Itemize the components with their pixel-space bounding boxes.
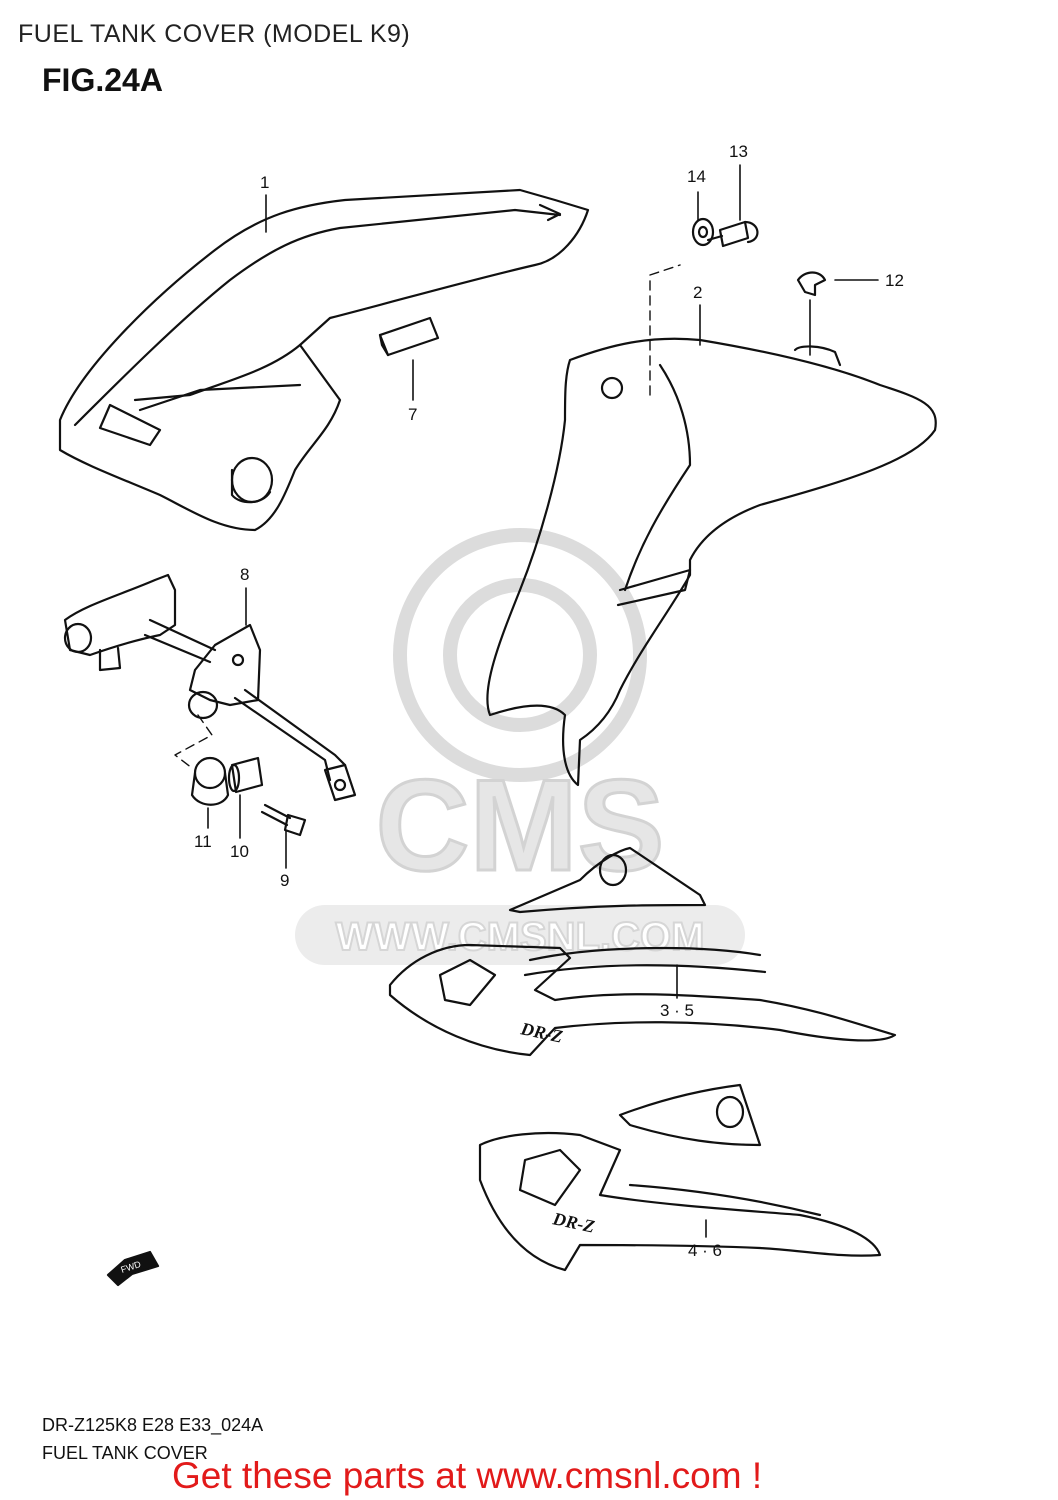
fwd-arrow-icon [106,1250,160,1287]
cms-watermark: CMS WWW.CMSNL.COM [295,528,745,965]
part-10-collar [227,756,264,794]
callout-11: 11 [194,832,212,851]
watermark-banner [295,905,745,965]
callout-9: 9 [280,871,289,890]
part-14-washer [691,217,715,247]
part-8-bracket [63,573,357,802]
watermark-logo: CMS [376,752,665,898]
part-7-pad [378,316,440,357]
part-1-left-cover [58,188,590,532]
figure-label: FIG.24A [42,62,163,98]
callout-12: 12 [885,271,904,290]
diagram-code: DR-Z125K8 E28 E33_024A [42,1415,264,1435]
callout-3-5: 3 · 5 [660,1001,694,1020]
callout-13: 13 [729,142,748,161]
callout-7: 7 [408,405,417,424]
callout-14: 14 [687,167,706,186]
promo-link[interactable]: Get these parts at www.cmsnl.com ! [172,1455,763,1496]
part-9-bolt [260,803,307,837]
callout-1: 1 [260,173,269,192]
callout-10: 10 [230,842,249,861]
decal-drz-text-bottom: DR-Z [550,1208,596,1237]
part-13-bolt [706,220,759,248]
watermark-url: WWW.CMSNL.COM [336,915,705,959]
callout-2: 2 [693,283,702,302]
callout-8: 8 [240,565,249,584]
callout-4-6: 4 · 6 [688,1241,722,1260]
part-4-6-decal [478,1083,882,1272]
page-title: FUEL TANK COVER (MODEL K9) [18,20,411,48]
decal-drz-text-top: DR-Z [518,1018,564,1047]
diagram-name: FUEL TANK COVER [42,1443,208,1463]
part-12-clip [796,271,827,297]
part-3-5-decal [388,846,897,1057]
part-11-grommet [190,756,230,806]
part-2-right-cover [486,337,937,787]
watermark-inner-ring [443,578,597,732]
